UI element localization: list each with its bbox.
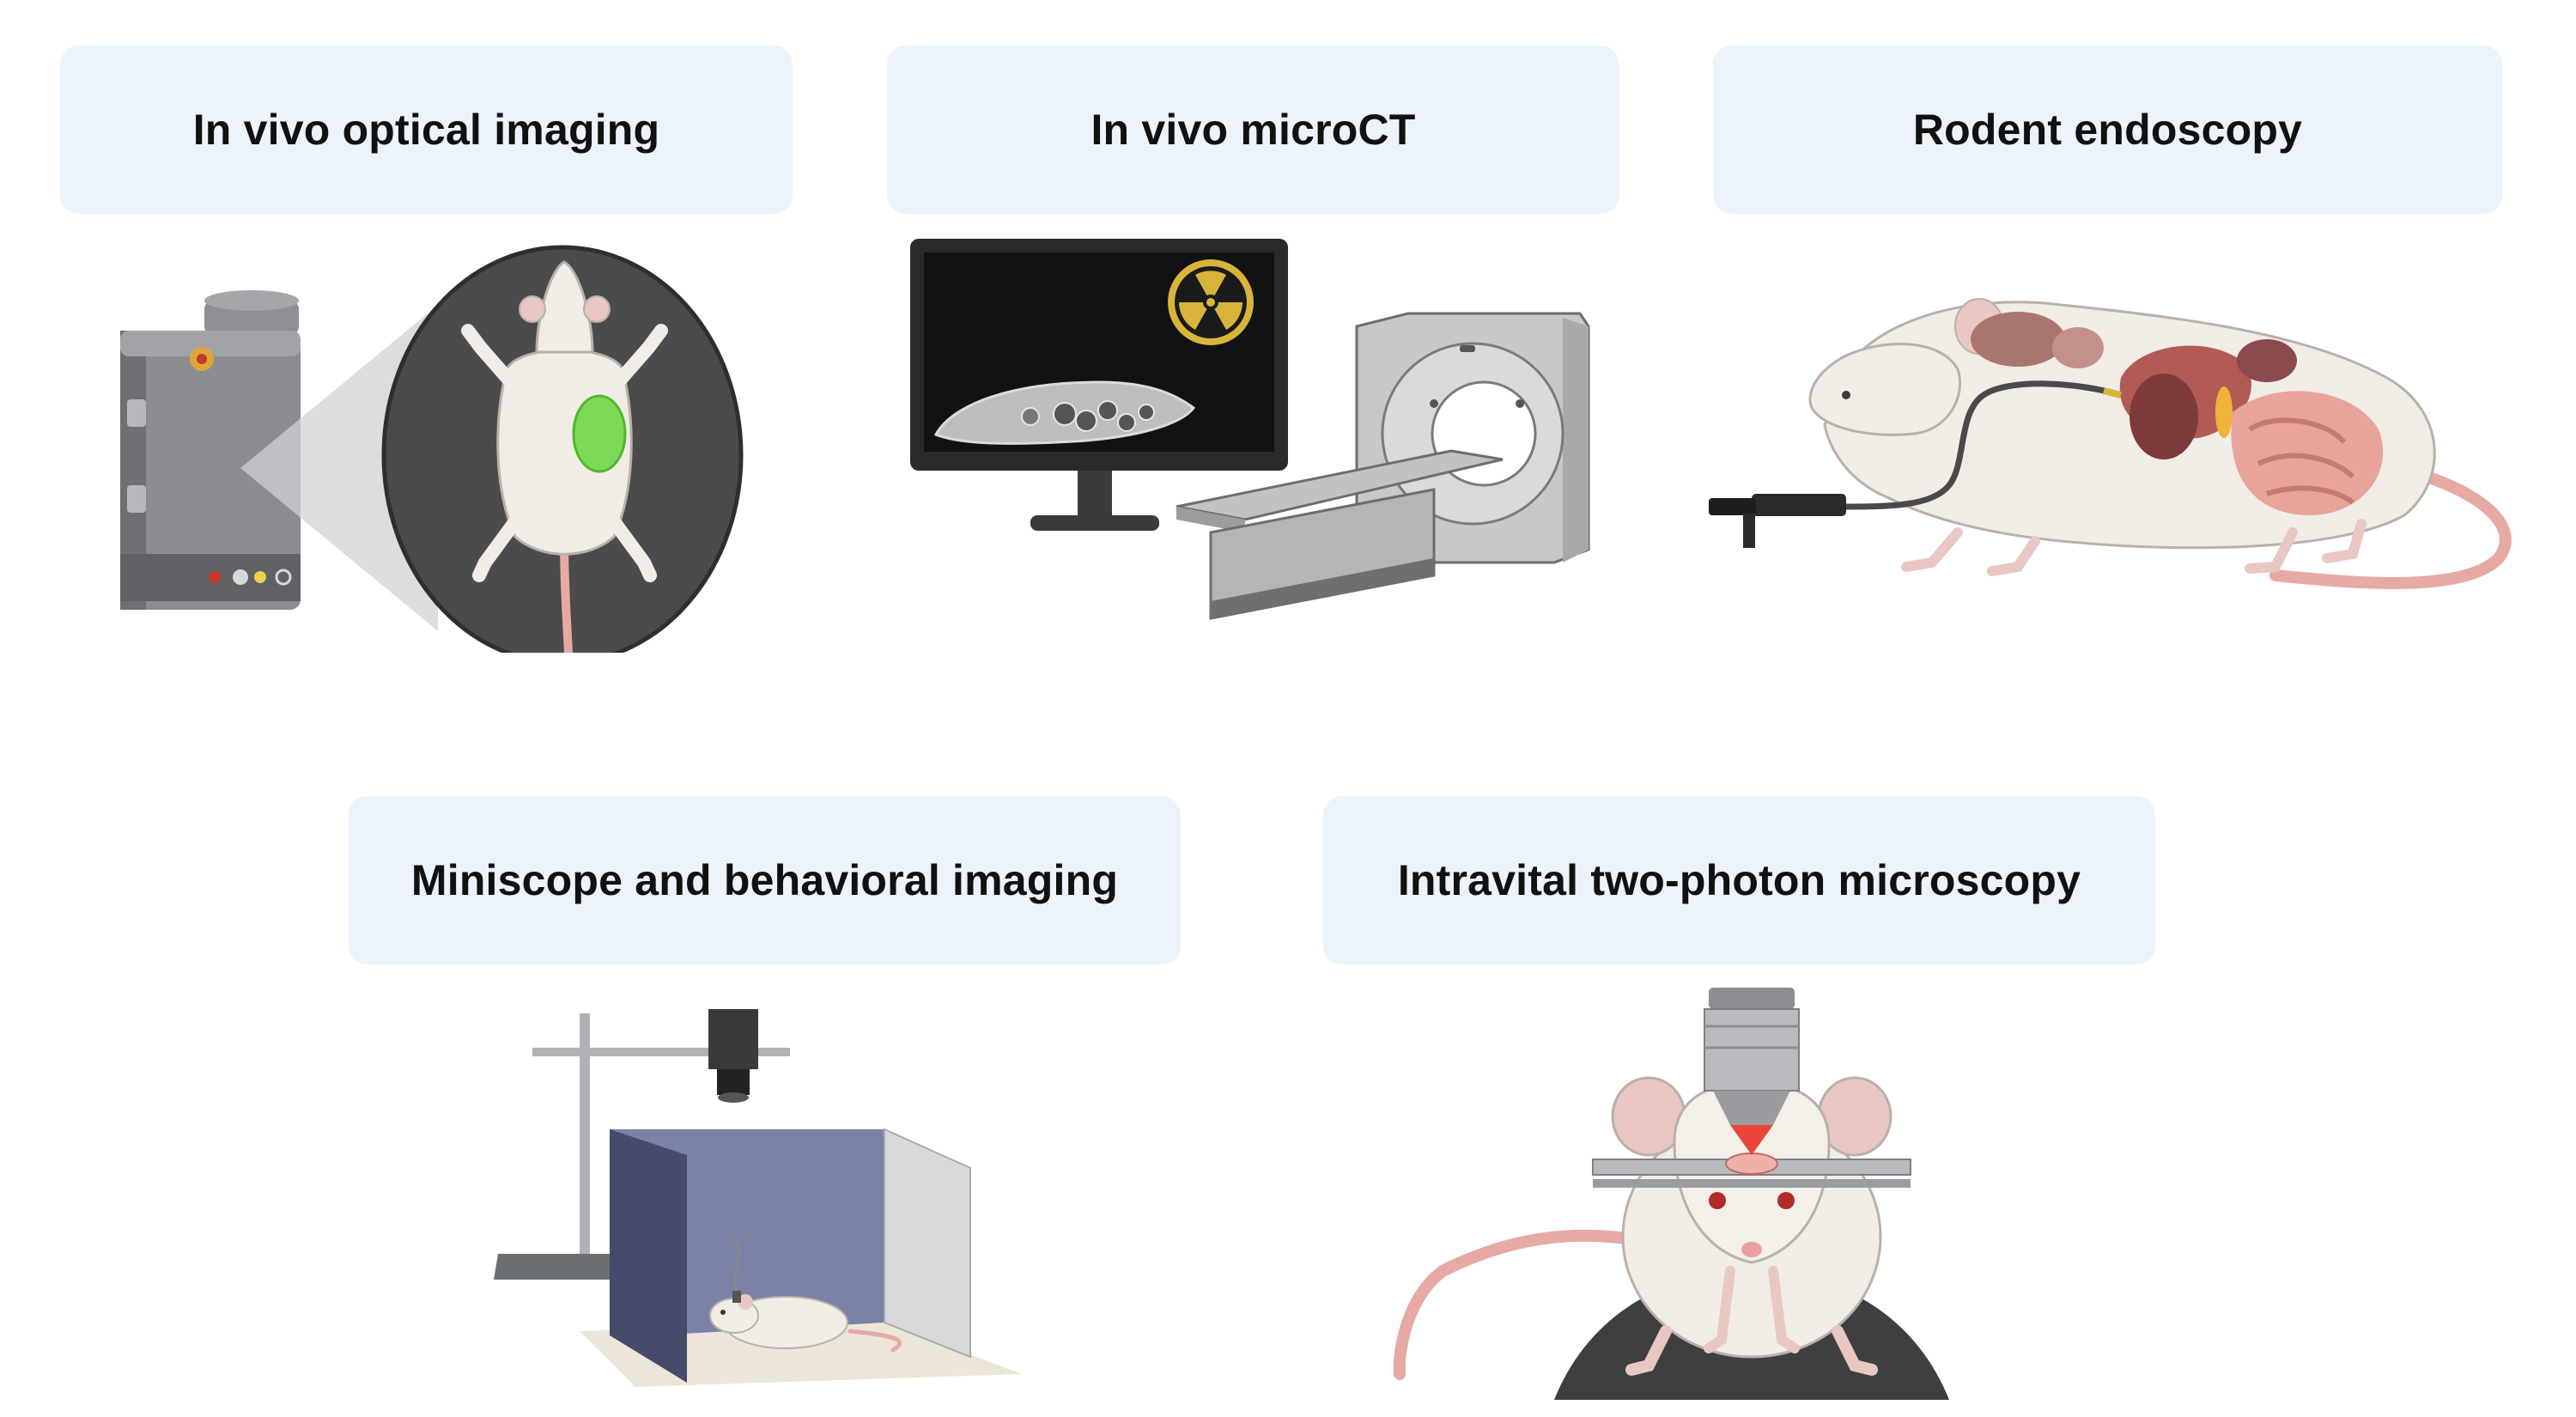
magnified-view (381, 245, 744, 653)
laser-beam (1730, 1125, 1773, 1155)
camera-icon (708, 1009, 758, 1103)
optical-imaging-illustration (103, 223, 756, 653)
fluorescence-signal (572, 394, 627, 473)
panel-label-miniscope: Miniscope and behavioral imaging (349, 796, 1181, 964)
ct-scan-image (933, 380, 1196, 445)
panel-title: In vivo optical imaging (192, 106, 660, 154)
internal-organs (1971, 312, 2384, 515)
miniscope-illustration (489, 996, 1039, 1391)
panel-label-twophoton: Intravital two-photon microscopy (1323, 796, 2155, 964)
panel-label-microct: In vivo microCT (887, 46, 1619, 214)
magnification-cone (240, 305, 438, 631)
camera-stand (494, 1013, 790, 1280)
panel-title: Miniscope and behavioral imaging (410, 856, 1119, 904)
head-plate (1592, 1152, 1911, 1188)
panel-label-endoscopy: Rodent endoscopy (1713, 46, 2502, 214)
endoscopy-illustration (1674, 258, 2524, 618)
endoscope-icon (1709, 380, 2123, 548)
behavior-arena (580, 1128, 1022, 1387)
ct-scanner-icon (1176, 312, 1590, 620)
objective-lens-icon (1704, 988, 1800, 1155)
panel-label-optical: In vivo optical imaging (60, 46, 793, 214)
optical-imager-icon (120, 290, 301, 610)
panel-title: Rodent endoscopy (1912, 106, 2303, 154)
mouse-icon (709, 1240, 902, 1353)
radiation-icon (1168, 259, 1254, 345)
twophoton-illustration (1391, 988, 2112, 1400)
panel-title: Intravital two-photon microscopy (1397, 856, 2081, 904)
monitor-icon (910, 239, 1288, 531)
panel-title: In vivo microCT (1091, 106, 1416, 154)
microct-illustration (902, 232, 1623, 644)
